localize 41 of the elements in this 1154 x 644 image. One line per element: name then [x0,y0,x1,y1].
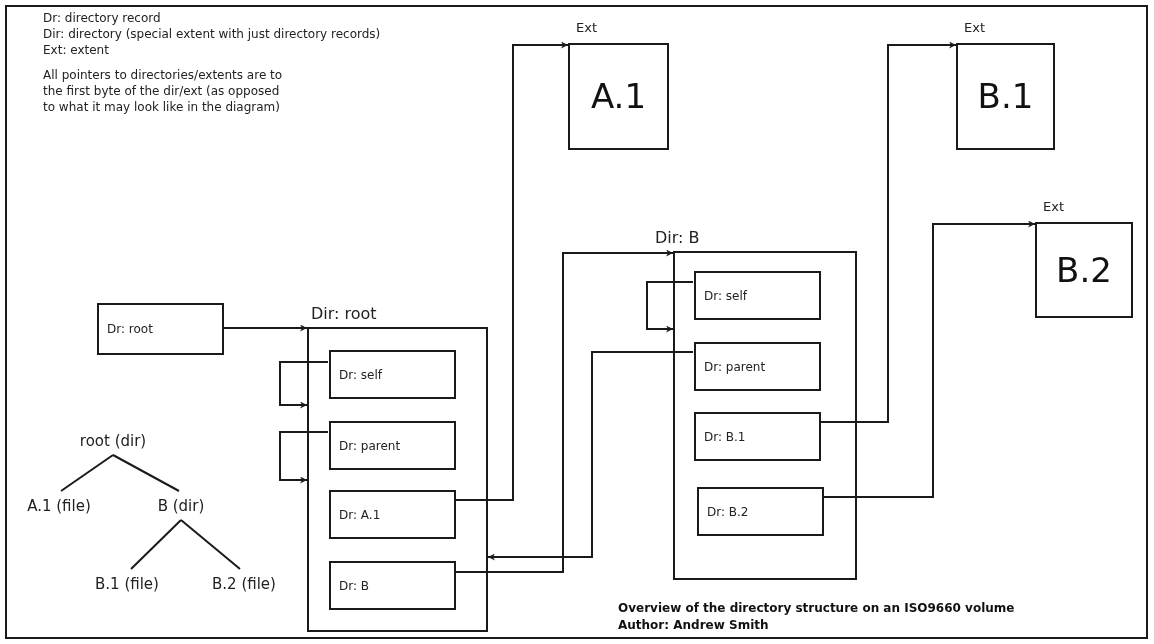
extent-heading: Ext [576,19,597,37]
legend-line: Dir: directory (special extent with just directory records) [43,26,381,42]
record-box: Dr: self [329,350,456,399]
tree-label: A.1 (file) [18,495,100,517]
legend-line: Ext: extent [43,42,110,58]
author-line: Author: Andrew Smith [618,617,770,634]
caption: Overview of the directory structure on an ISO9660 volume [618,600,1015,617]
record-box: Dr: parent [329,421,456,470]
extent-name: B.2 [1056,248,1112,292]
record-box: Dr: self [694,271,821,320]
arrow [454,41,569,501]
arrow [279,361,329,409]
tree-line [130,519,182,570]
extent-heading: Ext [964,19,985,37]
arrow [646,281,694,333]
directory-heading: Dir: B [655,227,700,249]
arrow [487,351,694,561]
extent-heading: Ext [1043,198,1064,216]
arrow [822,220,1036,498]
tree-label: root (dir) [76,430,150,452]
tree-line [112,454,180,492]
arrow [454,249,674,573]
arrow [223,324,308,332]
tree-label: B.2 (file) [203,573,285,595]
record-box: Dr: B.1 [694,412,821,461]
arrow [279,431,329,484]
tree-line [180,519,241,570]
record-box: Dr: A.1 [329,490,456,539]
tree-line [60,454,114,492]
note-paragraph: All pointers to directories/extents are to the first byte of the dir/ext (as opposed to what it may look like in the diagram) [43,67,283,115]
record-box: Dr: B.2 [697,487,824,536]
legend-line: Dr: directory record [43,10,162,26]
record-box: Dr: parent [694,342,821,391]
record-box: Dr: root [97,303,224,355]
extent-name: A.1 [590,75,647,118]
tree-label: B (dir) [150,495,212,517]
tree-label: B.1 (file) [86,573,168,595]
arrow [819,41,957,423]
directory-heading: Dir: root [311,303,377,325]
record-box: Dr: B [329,561,456,610]
extent-name: B.1 [977,75,1034,118]
